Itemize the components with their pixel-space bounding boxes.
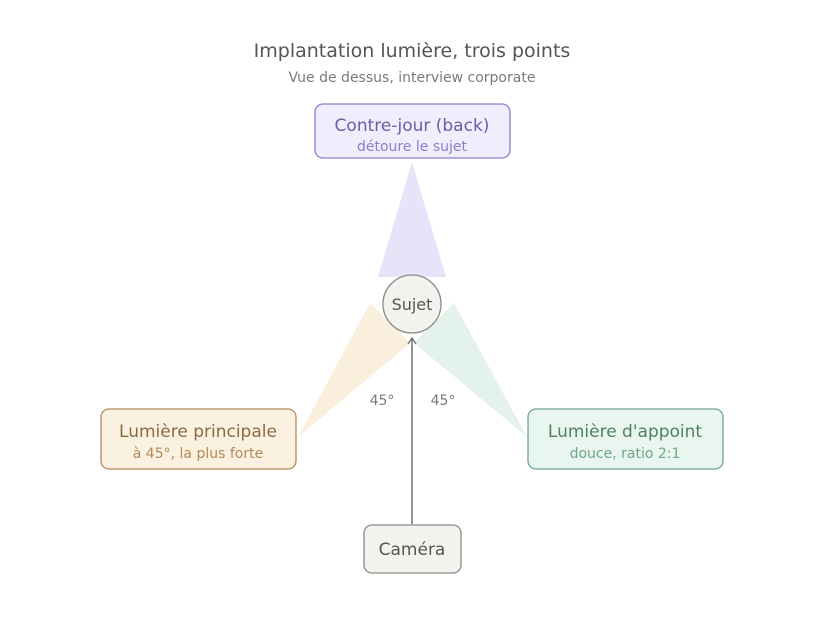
back-light-sublabel: détoure le sujet bbox=[357, 139, 468, 155]
fill-light-label: Lumière d'appoint bbox=[548, 422, 703, 442]
key-angle-label: 45° bbox=[370, 393, 395, 409]
camera-box bbox=[363, 524, 462, 574]
fill-angle-label: 45° bbox=[431, 393, 456, 409]
key-light-sublabel: à 45°, la plus forte bbox=[133, 446, 263, 462]
fill-light-box bbox=[527, 408, 724, 470]
subject-label: Sujet bbox=[392, 295, 433, 314]
subject-circle bbox=[382, 274, 442, 334]
diagram-title: Implantation lumière, trois points bbox=[254, 40, 571, 62]
back-light-beam bbox=[378, 162, 446, 277]
back-light-box bbox=[314, 103, 511, 159]
key-light-beam bbox=[298, 303, 410, 437]
diagram-subtitle: Vue de dessus, interview corporate bbox=[289, 70, 536, 86]
key-light-box bbox=[100, 408, 297, 470]
camera-label: Caméra bbox=[379, 540, 446, 560]
key-light-label: Lumière principale bbox=[119, 422, 277, 442]
fill-light-sublabel: douce, ratio 2:1 bbox=[570, 446, 681, 462]
fill-light-beam bbox=[414, 303, 527, 437]
back-light-label: Contre-jour (back) bbox=[335, 116, 490, 136]
